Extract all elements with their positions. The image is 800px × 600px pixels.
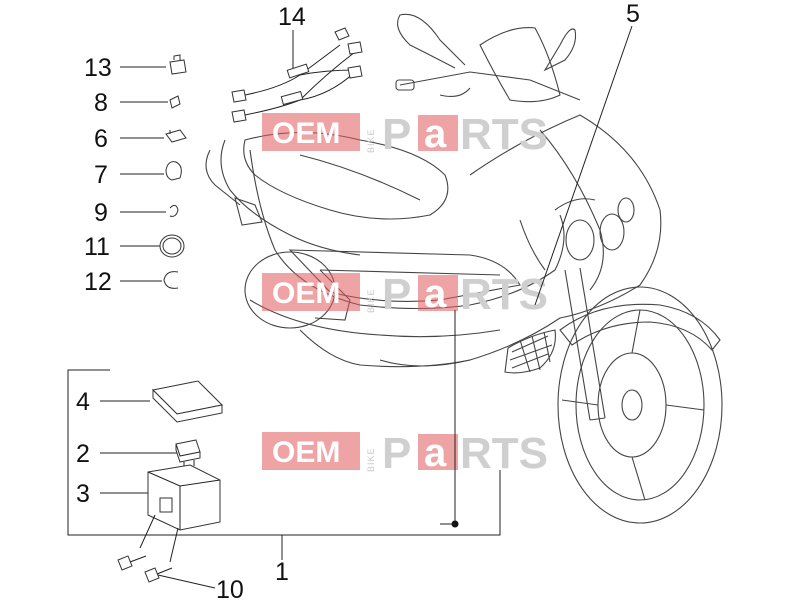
watermark-p: P [382,110,411,159]
bracket-item-1 [67,369,501,536]
part-14-wiring-harness [231,27,363,123]
watermark-rts: RTS [460,429,548,478]
callout-4: 4 [76,388,90,416]
watermark-p: P [382,429,411,478]
watermark-a: a [424,431,447,475]
watermark-rts: RTS [460,270,548,319]
watermark-bottom: OEM BIKE P a RTS [262,429,548,478]
callout-7: 7 [94,161,108,189]
watermark-middle: OEM BIKE P a RTS [262,270,548,319]
watermark-bike: BIKE [366,447,376,472]
callout-1: 1 [275,558,289,586]
watermark-oem: OEM [272,117,340,150]
rear-body [220,139,361,256]
headlight-right [599,213,625,251]
part-10-screws [117,555,173,583]
callout-10: 10 [216,576,244,600]
mirror-left [397,13,466,69]
watermark-oem: OEM [272,277,340,310]
harness-route [249,149,565,310]
watermark-p: P [382,270,411,319]
lower-skirt [249,299,501,368]
mirror-right [543,28,577,72]
part-6-connector [165,129,187,143]
fuse-box-assembly [139,380,224,563]
handlebar [399,71,581,101]
callout-13: 13 [84,54,112,82]
parts-column [159,54,187,289]
callout-6: 6 [94,125,108,153]
watermark-rts: RTS [460,110,548,159]
watermark-a: a [424,112,447,156]
front-brake-disc [597,352,667,458]
callout-3: 3 [76,480,90,508]
watermark-oem: OEM [272,436,340,469]
part-8-clip [169,95,181,109]
part-9-hook-clip [169,204,179,217]
callout-11: 11 [84,233,110,261]
leader-lines [67,25,633,589]
front-fork [564,267,606,421]
part-7-clamp [165,161,182,181]
front-wheel-tire [557,286,723,524]
watermark-a: a [424,272,447,316]
tail-light [234,197,263,226]
part-12-cable-tie [163,271,179,289]
front-fender [559,303,721,351]
watermark-bike: BIKE [366,128,376,153]
callout-9: 9 [94,199,108,227]
part-13-connector [169,54,187,75]
callout-2: 2 [76,440,90,468]
windscreen [479,27,561,103]
callout-12: 12 [84,268,112,296]
front-body [379,114,662,367]
watermark-bike: BIKE [366,288,376,313]
headlight-left [565,219,595,261]
callout-14: 14 [278,3,306,31]
callout-8: 8 [94,89,108,117]
watermark-top: OEM BIKE P a RTS [262,110,548,159]
part-3-fuse-box [147,464,221,531]
callout-5: 5 [626,0,640,28]
callout-labels: 14 13 8 6 7 9 11 12 5 4 2 3 1 10 [76,0,640,600]
